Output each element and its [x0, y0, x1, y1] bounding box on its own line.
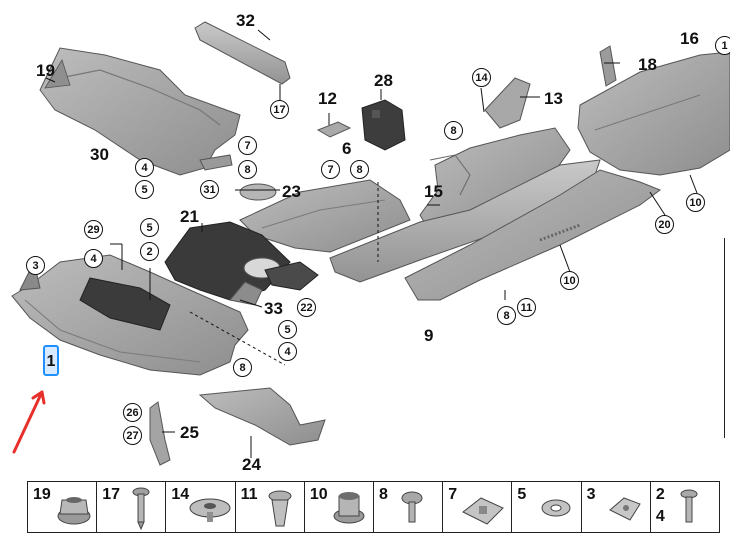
- circled-27: 27: [123, 426, 142, 445]
- callout-23: 23: [282, 182, 301, 201]
- legend-cell: 3: [582, 482, 651, 532]
- grommet-23: [239, 183, 277, 201]
- legend-cell: 5: [512, 482, 582, 532]
- legend-cell: 14: [166, 482, 236, 532]
- adjacent-panel-edge: [724, 238, 730, 438]
- circled-3: 3: [26, 256, 45, 275]
- bracket-24: [198, 387, 326, 446]
- legend-cell: 10: [305, 482, 375, 532]
- legend-cell: 2 4: [651, 482, 719, 532]
- circled-31: 31: [200, 180, 219, 199]
- circled-5: 5: [278, 320, 297, 339]
- torx-bolt-icon: [680, 489, 698, 523]
- spring-nut-icon: [462, 497, 505, 525]
- rear-shield-16: [577, 51, 730, 176]
- callout-32: 32: [236, 11, 255, 30]
- circled-26: 26: [123, 403, 142, 422]
- callout-19: 19: [36, 61, 55, 80]
- callout-13: 13: [544, 89, 563, 108]
- callout-28: 28: [374, 71, 393, 90]
- circled-11: 11: [517, 298, 536, 317]
- callout-21: 21: [180, 207, 199, 226]
- underbody-shield-30: [39, 47, 241, 176]
- legend-cell: 19: [28, 482, 98, 532]
- highlighted-callout-1[interactable]: 1: [43, 345, 59, 376]
- insulation-block-28: [361, 99, 406, 151]
- callout-24: 24: [242, 455, 261, 474]
- circled-2: 2: [140, 242, 159, 261]
- clip-nut-icon: [608, 497, 641, 521]
- side-shield-9: [404, 169, 662, 301]
- circled-5: 5: [140, 218, 159, 237]
- circled-7: 7: [321, 160, 340, 179]
- callout-18: 18: [638, 55, 657, 74]
- circled-10: 10: [686, 193, 705, 212]
- circled-22: 22: [297, 298, 316, 317]
- circled-10: 10: [560, 271, 579, 290]
- circled-4: 4: [135, 158, 154, 177]
- flange-nut-icon: [57, 497, 91, 525]
- washer-clip-icon: [189, 498, 231, 522]
- circled-4: 4: [84, 249, 103, 268]
- circled-1: 1: [715, 36, 730, 55]
- legend-cell: 17: [97, 482, 167, 532]
- circled-8: 8: [497, 306, 516, 325]
- circled-20: 20: [655, 215, 674, 234]
- fastener-legend: 19 17 14 11 10: [27, 481, 720, 533]
- legend-cell: 11: [236, 482, 305, 532]
- callout-12: 12: [318, 89, 337, 108]
- callout-9: 9: [424, 326, 434, 345]
- circled-14: 14: [472, 68, 491, 87]
- callout-15: 15: [424, 182, 443, 201]
- circled-17: 17: [270, 100, 289, 119]
- circled-8: 8: [233, 358, 252, 377]
- plate-12: [316, 121, 352, 138]
- pointer-arrow: [12, 390, 46, 454]
- circled-8: 8: [444, 121, 463, 140]
- circled-5: 5: [135, 180, 154, 199]
- callout-6: 6: [342, 139, 352, 158]
- circled-8: 8: [238, 160, 257, 179]
- legend-cell: 7: [443, 482, 513, 532]
- callout-25: 25: [180, 423, 199, 442]
- circled-4: 4: [278, 342, 297, 361]
- screw-icon: [132, 487, 150, 531]
- hex-bolt-icon: [401, 491, 423, 523]
- circled-7: 7: [238, 136, 257, 155]
- center-shield-6: [239, 179, 411, 253]
- circled-29: 29: [84, 220, 103, 239]
- expanding-rivet-icon: [268, 490, 292, 527]
- bracket-bar-32: [194, 21, 291, 85]
- circled-8: 8: [350, 160, 369, 179]
- legend-cell: 8: [374, 482, 444, 532]
- callout-33: 33: [264, 299, 283, 318]
- flat-washer-icon: [541, 499, 571, 517]
- callout-30: 30: [90, 145, 109, 164]
- callout-16: 16: [680, 29, 699, 48]
- collar-nut-icon: [333, 492, 365, 524]
